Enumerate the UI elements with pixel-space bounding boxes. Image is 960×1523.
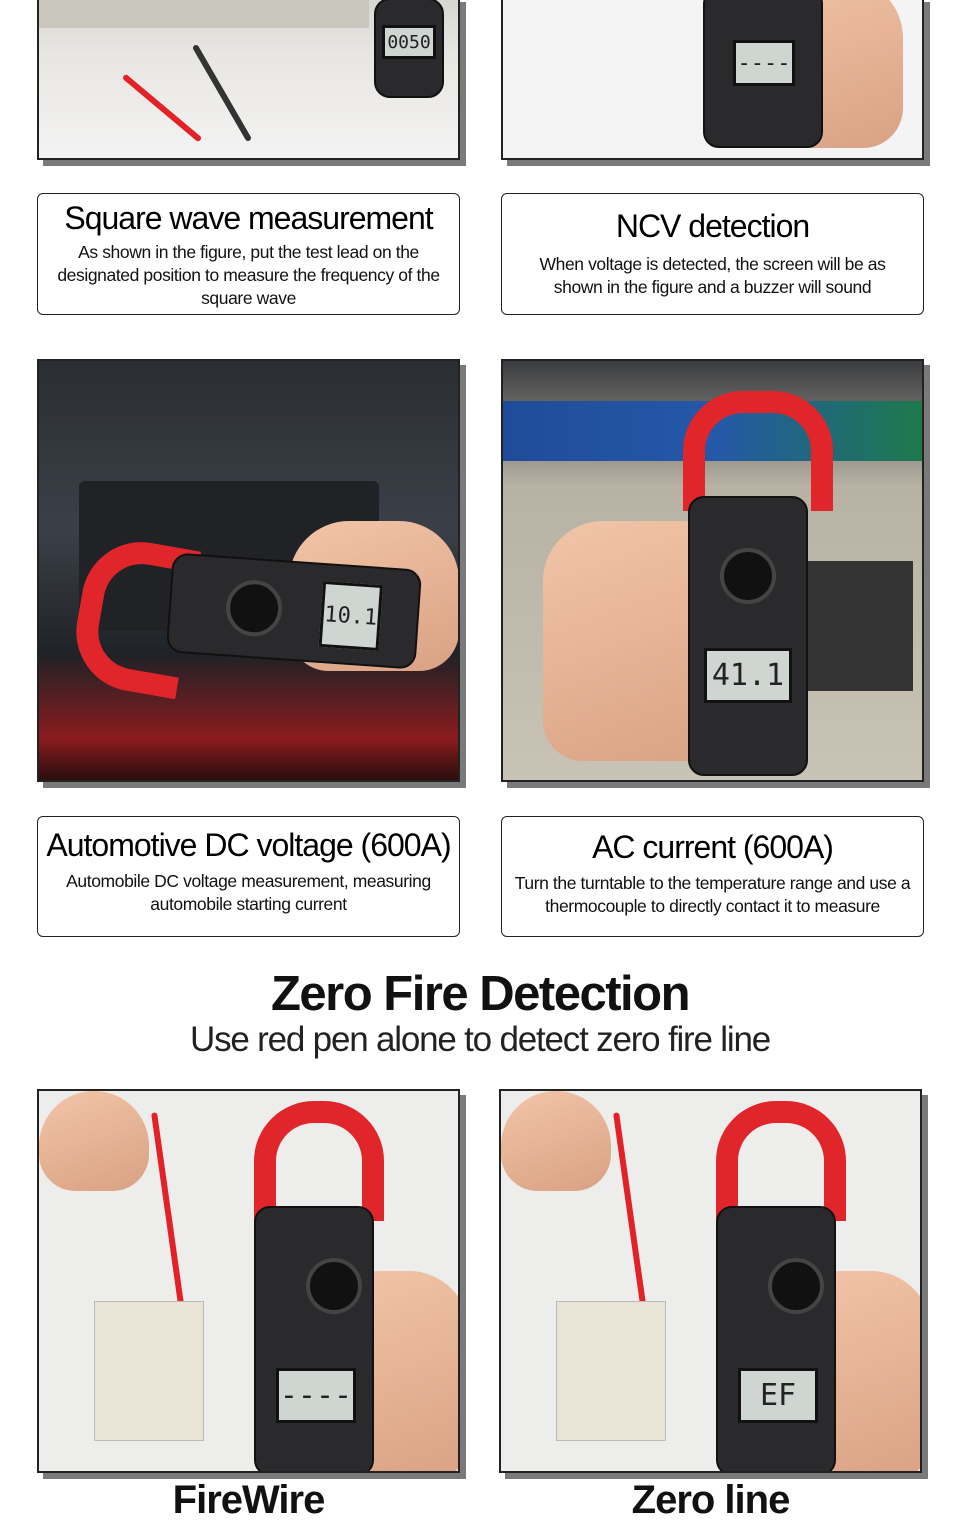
lcd-reading: 41.1 [704,648,792,703]
card-title: AC current (600A) [592,829,834,865]
lcd-reading: EF [738,1368,818,1423]
card-title: Automotive DC voltage (600A) [46,827,451,863]
ac-current-photo: 41.1 [501,359,924,782]
card-desc: Turn the turntable to the temperature ra… [514,873,911,916]
card-title: Square wave measurement [64,200,433,236]
card-automotive-dc: Automotive DC voltage (600A) Automobile … [37,816,460,937]
card-title: NCV detection [615,208,810,244]
card-desc: When voltage is detected, the screen wil… [539,254,886,297]
zero-line-label: Zero line [631,1478,791,1522]
automotive-photo: 10.1 [37,359,460,782]
lcd-reading: 10.1 [318,580,384,651]
section-title: Zero Fire Detection [270,967,691,1021]
lcd-reading: ---- [733,40,795,86]
lcd-reading: ---- [276,1368,356,1423]
zero-line-photo: EF [499,1089,922,1473]
ncv-photo: ---- [501,0,924,160]
oscilloscope-photo: 0050 [37,0,460,160]
firewire-label: FireWire [172,1478,326,1522]
card-ac-current: AC current (600A) Turn the turntable to … [501,816,924,937]
card-ncv: NCV detection When voltage is detected, … [501,193,924,315]
lcd-reading: 0050 [382,25,436,59]
firewire-photo: ---- [37,1089,460,1473]
card-square-wave: Square wave measurement As shown in the … [37,193,460,315]
card-desc: As shown in the figure, put the test lea… [57,242,440,308]
card-desc: Automobile DC voltage measurement, measu… [66,871,431,914]
section-subtitle: Use red pen alone to detect zero fire li… [190,1020,771,1059]
